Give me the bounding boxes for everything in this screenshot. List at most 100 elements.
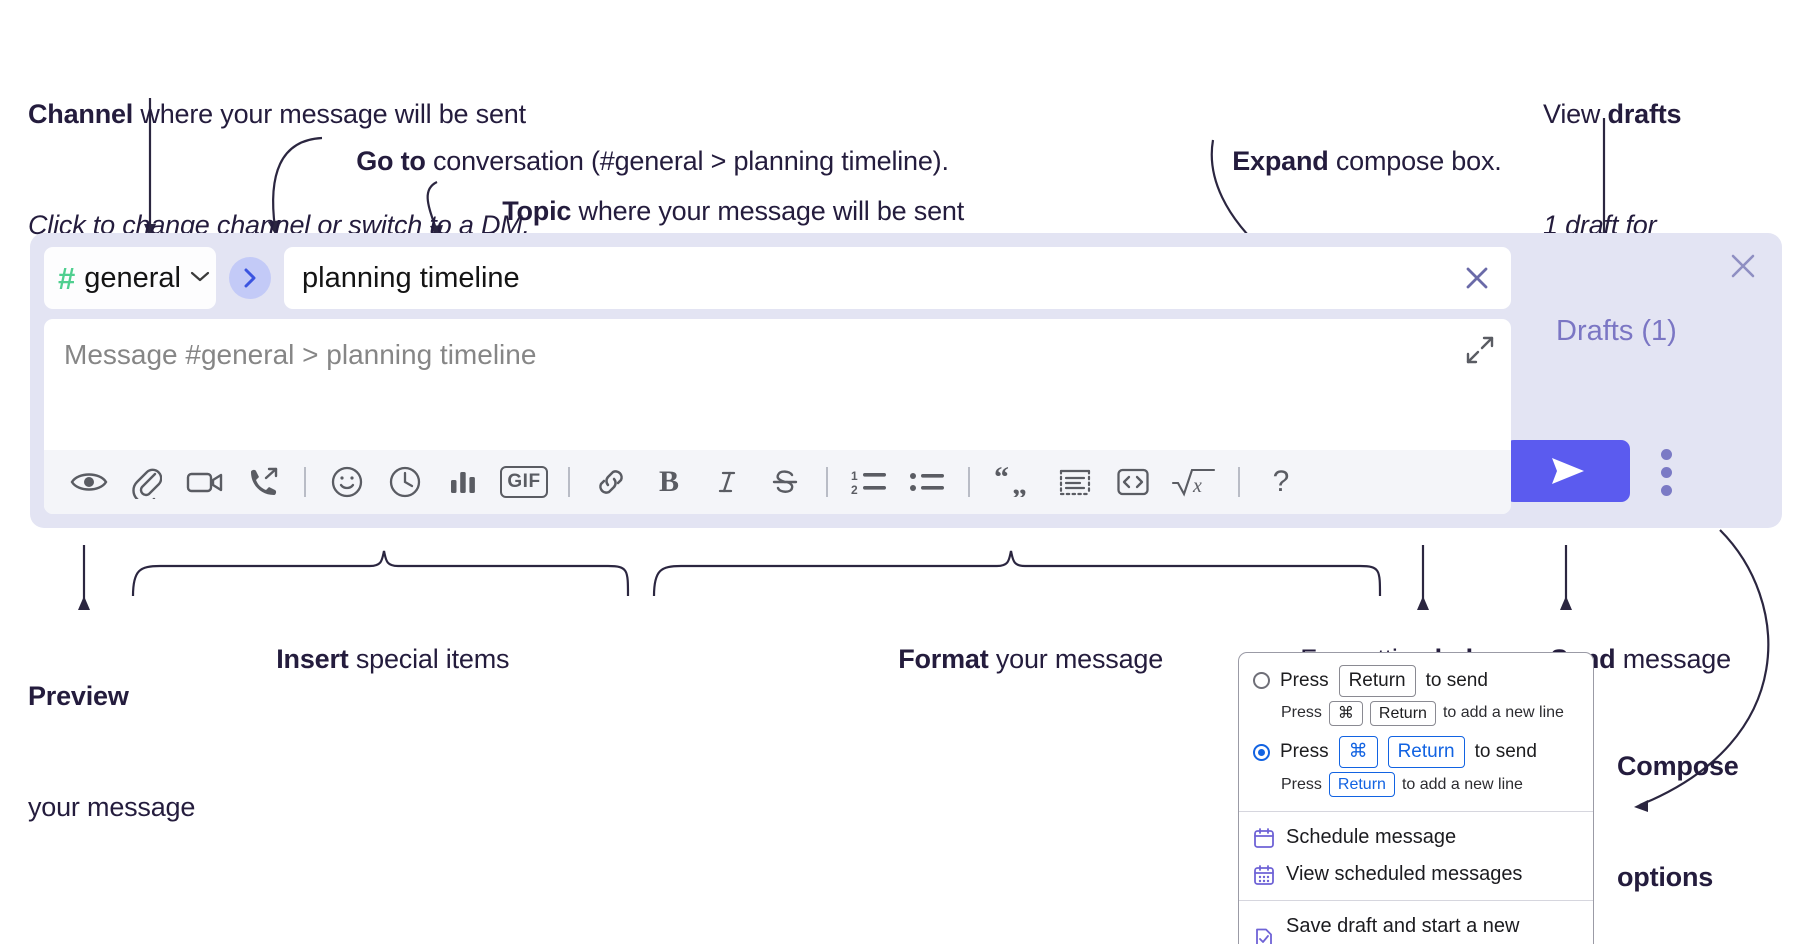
annotation-preview: Preview your message bbox=[28, 604, 195, 900]
annotation-expand-bold: Expand bbox=[1232, 146, 1329, 176]
topic-input[interactable]: planning timeline bbox=[284, 247, 1511, 309]
send-shortcut-options: Press Return to send Press ⌘ Return to a… bbox=[1239, 653, 1593, 811]
key-command: ⌘ bbox=[1338, 736, 1378, 768]
chevron-down-icon bbox=[190, 268, 210, 288]
emoji-icon[interactable] bbox=[318, 454, 376, 510]
clock-icon[interactable] bbox=[376, 454, 434, 510]
bold-icon[interactable]: B bbox=[658, 465, 679, 498]
italic-icon[interactable] bbox=[698, 454, 756, 510]
svg-text:x: x bbox=[1192, 475, 1202, 497]
annotation-preview-bold: Preview bbox=[28, 681, 129, 711]
annotation-goto-rest: conversation (#general > planning timeli… bbox=[425, 146, 949, 176]
kebab-dot bbox=[1660, 484, 1672, 496]
kebab-dot bbox=[1660, 466, 1672, 478]
menu-item-view-scheduled-messages[interactable]: View scheduled messages bbox=[1239, 856, 1593, 893]
annotation-format-rest: your message bbox=[988, 644, 1164, 674]
annotation-insert-bold: Insert bbox=[276, 644, 349, 674]
math-icon[interactable]: x bbox=[1162, 454, 1226, 510]
annotation-compose-options-line1: Compose bbox=[1617, 751, 1739, 781]
annotation-channel-bold: Channel bbox=[28, 99, 134, 129]
formatting-toolbar: GIF B bbox=[44, 450, 1511, 514]
radio-prefix: Press bbox=[1280, 741, 1329, 763]
go-to-conversation-button[interactable] bbox=[229, 257, 271, 299]
svg-text:2: 2 bbox=[851, 483, 858, 497]
hint-suffix: to add a new line bbox=[1401, 775, 1523, 793]
radio-option-cmd-return[interactable]: Press ⌘ Return to send bbox=[1253, 736, 1579, 768]
save-draft-icon bbox=[1256, 929, 1272, 944]
menu-item-schedule-message[interactable]: Schedule message bbox=[1239, 819, 1593, 856]
channel-selector[interactable]: # general bbox=[44, 247, 216, 309]
svg-text:„: „ bbox=[1012, 468, 1027, 497]
bullet-list-icon[interactable] bbox=[898, 454, 956, 510]
menu-item-label: Schedule message bbox=[1286, 826, 1457, 849]
schedule-section: Schedule message View scheduled messages bbox=[1239, 812, 1593, 900]
expand-icon[interactable] bbox=[1465, 335, 1495, 370]
radio-option-return-hint: Press ⌘ Return to add a new line bbox=[1281, 700, 1579, 727]
annotation-topic-rest: where your message will be sent bbox=[571, 196, 965, 226]
attachment-icon[interactable] bbox=[118, 454, 176, 510]
toolbar-separator bbox=[1238, 467, 1240, 497]
blockquote-icon[interactable]: “ „ bbox=[982, 454, 1046, 510]
radio-prefix: Press bbox=[1280, 669, 1329, 691]
gif-icon[interactable]: GIF bbox=[492, 454, 556, 510]
draft-section: Save draft and start a new message bbox=[1239, 901, 1593, 944]
key-return: Return bbox=[1369, 700, 1436, 727]
close-icon[interactable] bbox=[1726, 249, 1760, 288]
compose-options-button[interactable] bbox=[1652, 448, 1680, 496]
code-block-icon[interactable] bbox=[1046, 454, 1104, 510]
strikethrough-icon[interactable] bbox=[756, 454, 814, 510]
drafts-link[interactable]: Drafts (1) bbox=[1556, 315, 1677, 347]
annotation-goto-bold: Go to bbox=[356, 146, 426, 176]
radio-suffix: to send bbox=[1425, 669, 1488, 691]
hint-prefix: Press bbox=[1281, 775, 1322, 793]
inline-code-icon[interactable] bbox=[1104, 454, 1162, 510]
toolbar-separator bbox=[826, 467, 828, 497]
key-return: Return bbox=[1338, 665, 1416, 697]
clear-topic-icon[interactable] bbox=[1461, 262, 1493, 294]
annotation-insert-rest: special items bbox=[348, 644, 510, 674]
annotation-preview-line2: your message bbox=[28, 792, 196, 822]
annotation-send-rest: message bbox=[1615, 644, 1731, 674]
annotation-insert: Insert special items bbox=[247, 604, 509, 715]
poll-icon[interactable] bbox=[434, 454, 492, 510]
channel-name: general bbox=[84, 261, 181, 294]
video-icon[interactable] bbox=[176, 454, 234, 510]
radio-suffix: to send bbox=[1474, 741, 1537, 763]
annotation-topic: Topic where your message will be sent bbox=[473, 156, 964, 267]
compose-options-menu: Press Return to send Press ⌘ Return to a… bbox=[1238, 652, 1594, 944]
radio-button-selected[interactable] bbox=[1253, 743, 1270, 761]
menu-divider bbox=[1239, 811, 1593, 813]
toolbar-separator bbox=[304, 467, 306, 497]
annotation-format: Format your message bbox=[869, 604, 1163, 715]
send-button[interactable] bbox=[1505, 440, 1630, 502]
annotation-topic-bold: Topic bbox=[502, 196, 572, 226]
hint-prefix: Press bbox=[1281, 704, 1322, 722]
preview-icon[interactable] bbox=[60, 454, 118, 510]
menu-item-label: Save draft and start a new message bbox=[1286, 915, 1520, 944]
toolbar-separator bbox=[568, 467, 570, 497]
link-icon[interactable] bbox=[582, 454, 640, 510]
svg-text:1: 1 bbox=[851, 469, 858, 483]
menu-item-label: View scheduled messages bbox=[1286, 863, 1523, 886]
message-placeholder: Message #general > planning timeline bbox=[64, 339, 537, 370]
send-icon bbox=[1551, 458, 1584, 484]
ordered-list-icon[interactable]: 1 2 bbox=[840, 454, 898, 510]
menu-item-save-draft[interactable]: Save draft and start a new message bbox=[1239, 908, 1593, 944]
audio-call-icon[interactable] bbox=[234, 454, 292, 510]
chevron-right-icon bbox=[244, 268, 256, 288]
annotation-drafts-bold: drafts bbox=[1607, 99, 1682, 129]
annotation-drafts-rest: View bbox=[1543, 99, 1608, 129]
menu-divider bbox=[1239, 900, 1593, 902]
message-input-area[interactable]: Message #general > planning timeline bbox=[44, 319, 1511, 514]
help-icon[interactable]: ? bbox=[1272, 465, 1290, 498]
hash-icon: # bbox=[58, 260, 76, 296]
hint-suffix: to add a new line bbox=[1442, 704, 1564, 722]
calendar-icon bbox=[1254, 828, 1274, 848]
annotation-expand: Expand compose box. bbox=[1203, 106, 1502, 217]
compose-panel: Drafts (1) # general bbox=[30, 233, 1782, 528]
key-return: Return bbox=[1387, 736, 1465, 768]
radio-option-return[interactable]: Press Return to send bbox=[1253, 665, 1579, 697]
compose-header-row: # general planning timeline bbox=[44, 247, 1511, 309]
radio-button-unselected[interactable] bbox=[1253, 672, 1270, 690]
annotation-channel-rest: where your message will be sent bbox=[133, 99, 526, 129]
